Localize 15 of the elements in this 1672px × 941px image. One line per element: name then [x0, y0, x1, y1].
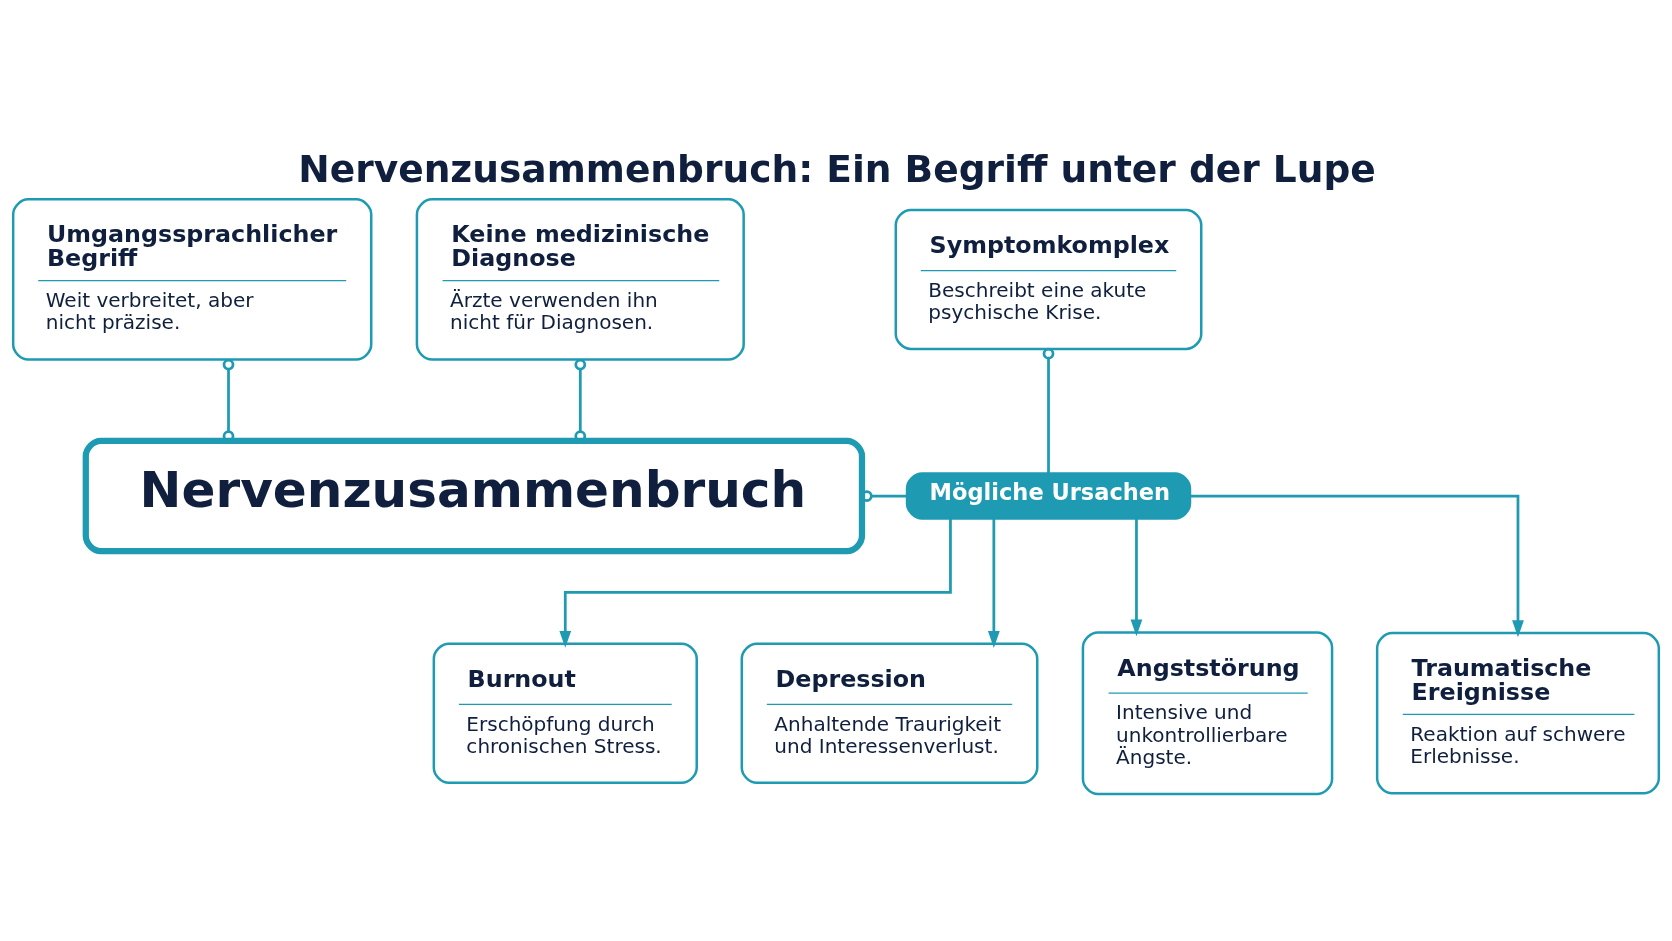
node-box: Burnout Erschöpfung durch chronischen Stress. [432, 642, 698, 784]
node-box: Angststörung Intensive und unkontrollierbare Ängste. [1081, 630, 1334, 795]
arrow [987, 518, 1000, 648]
arrow [1130, 518, 1143, 636]
node-box: Umgangssprachlicher Begriff Weit verbreitet, aber nicht präzise. [11, 197, 373, 361]
arrow [559, 518, 952, 648]
node-box: Symptomkomplex Beschreibt eine akute psychische Krise. [894, 208, 1203, 350]
node-box: Keine medizinische Diagnose Ärzte verwenden ihn nicht für Diagnosen. [415, 197, 745, 361]
diagram-title: Nervenzusammenbruch: Ein Begriff unter der Lupe [298, 146, 1376, 191]
node-box: Traumatische Ereignisse Reaktion auf schwere Erlebnisse. [1375, 631, 1661, 795]
node-box: Nervenzusammenbruch [82, 437, 866, 554]
node-box: Depression Anhaltende Traurigkeit und Interessenverlust. [740, 642, 1039, 784]
connector [1042, 347, 1055, 473]
arrow [1190, 494, 1524, 637]
node-box: Mögliche Ursachen [905, 471, 1192, 520]
